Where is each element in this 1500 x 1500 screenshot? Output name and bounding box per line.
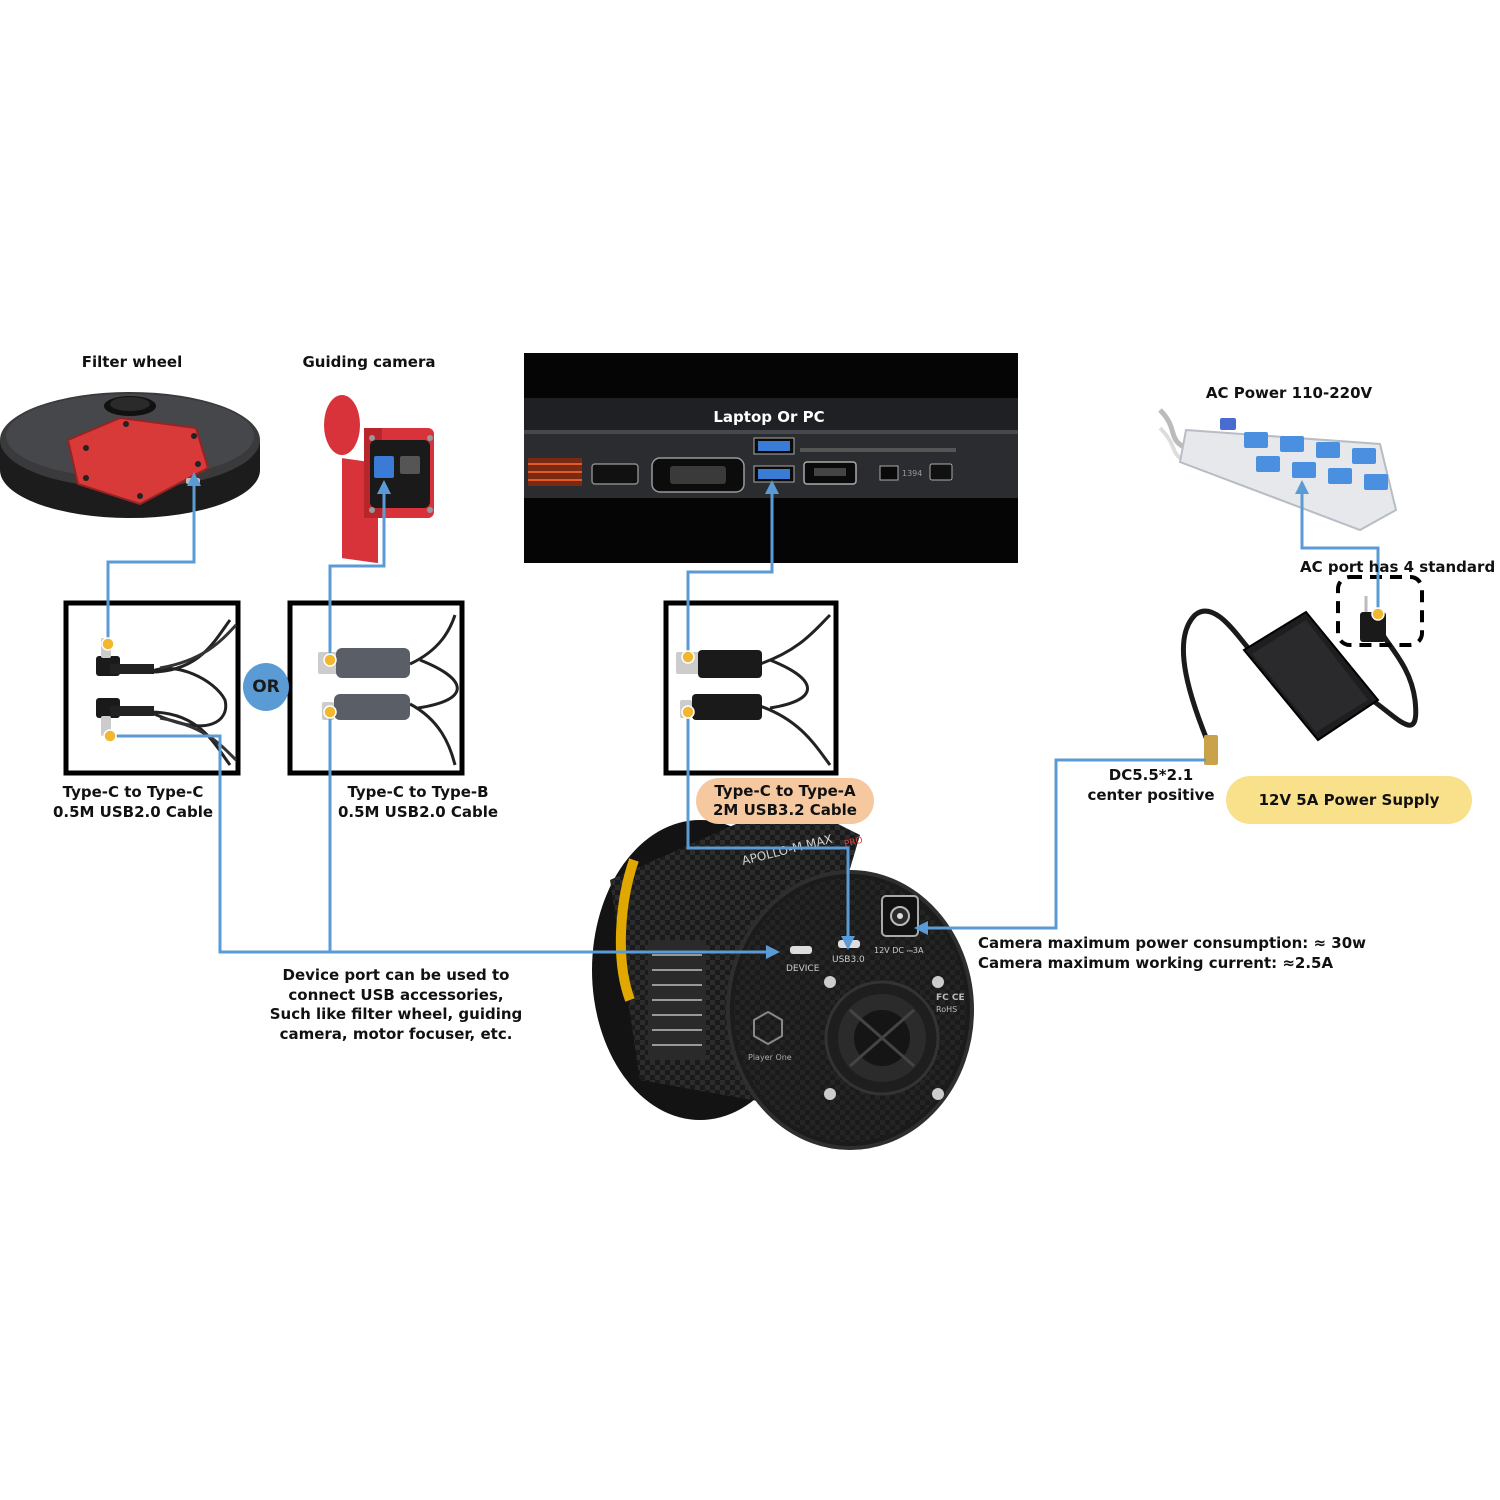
wire-device-accessories — [110, 712, 332, 954]
camera-brand: Player One — [748, 1053, 792, 1062]
label-cable-ca-line-2: 2M USB3.2 Cable — [713, 801, 857, 819]
label-cable-cc: Type-C to Type-C 0.5M USB2.0 Cable — [40, 783, 226, 822]
label-camera-specs-line-2: Camera maximum working current: ≈2.5A — [978, 953, 1334, 972]
label-device-port-note-line-3: Such like filter wheel, guiding — [269, 1005, 523, 1023]
camera-port-device: DEVICE — [786, 964, 820, 974]
label-camera-specs: Camera maximum power consumption: ≈ 30w … — [978, 934, 1378, 973]
camera-port-usb: USB3.0 — [832, 955, 865, 965]
label-cable-cb-line-2: 0.5M USB2.0 Cable — [337, 802, 499, 821]
wire-laptop — [686, 488, 774, 657]
wire-ac-power — [1300, 488, 1380, 610]
label-cable-cb-line-1: Type-C to Type-B — [347, 783, 489, 801]
label-cable-ca-line-1: Type-C to Type-A — [714, 781, 856, 800]
power-supply-pill: 12V 5A Power Supply — [1226, 776, 1472, 824]
guiding-camera-image — [324, 395, 434, 564]
label-device-port-note-line-2: connect USB accessories, — [288, 985, 504, 1004]
label-camera-specs-line-1: Camera maximum power consumption: ≈ 30w — [978, 934, 1366, 952]
ac-port-highlight — [1336, 575, 1424, 647]
label-cable-cb: Type-C to Type-B 0.5M USB2.0 Cable — [330, 783, 506, 822]
label-device-port-note-line-1: Device port can be used to — [282, 966, 510, 984]
camera-port-dc: 12V DC ⎓3A — [874, 946, 924, 955]
wire-dc-power — [924, 758, 1206, 930]
label-cable-cc-line-2: 0.5M USB2.0 Cable — [52, 802, 214, 821]
cable-ca-pill: Type-C to Type-A 2M USB3.2 Cable — [696, 778, 874, 824]
camera-cert-1: FC CE — [936, 993, 965, 1003]
label-dc-plug-line-1: DC5.5*2.1 — [1108, 766, 1194, 784]
cable-cc-image — [63, 600, 241, 776]
label-device-port-note-line-4: camera, motor focuser, etc. — [279, 1024, 513, 1043]
wire-guiding-camera — [328, 488, 386, 660]
wire-filter-wheel — [106, 480, 196, 644]
cable-cb-image — [287, 600, 465, 776]
label-guiding-camera: Guiding camera — [302, 353, 436, 371]
firewire-label: 1394 — [902, 469, 922, 478]
label-laptop: Laptop Or PC — [713, 408, 825, 426]
cable-ca-image — [663, 600, 839, 776]
label-dc-plug-line-2: center positive — [1087, 785, 1215, 804]
wire-usb-port — [686, 712, 850, 940]
filter-wheel-image — [0, 392, 260, 518]
label-cable-cc-line-1: Type-C to Type-C — [62, 783, 204, 801]
label-dc-plug: DC5.5*2.1 center positive — [1082, 766, 1220, 805]
power-adapter-image — [1180, 596, 1419, 765]
camera-cert-2: RoHS — [936, 1005, 957, 1014]
label-ac-port: AC port has 4 standard — [1300, 558, 1496, 576]
or-badge: OR — [243, 663, 289, 711]
label-filter-wheel: Filter wheel — [81, 353, 183, 371]
power-strip-image — [1158, 408, 1398, 532]
camera-model-badge: PRO — [843, 836, 864, 850]
label-device-port-note: Device port can be used to connect USB a… — [248, 966, 544, 1044]
label-ac-power: AC Power 110-220V — [1205, 384, 1373, 402]
